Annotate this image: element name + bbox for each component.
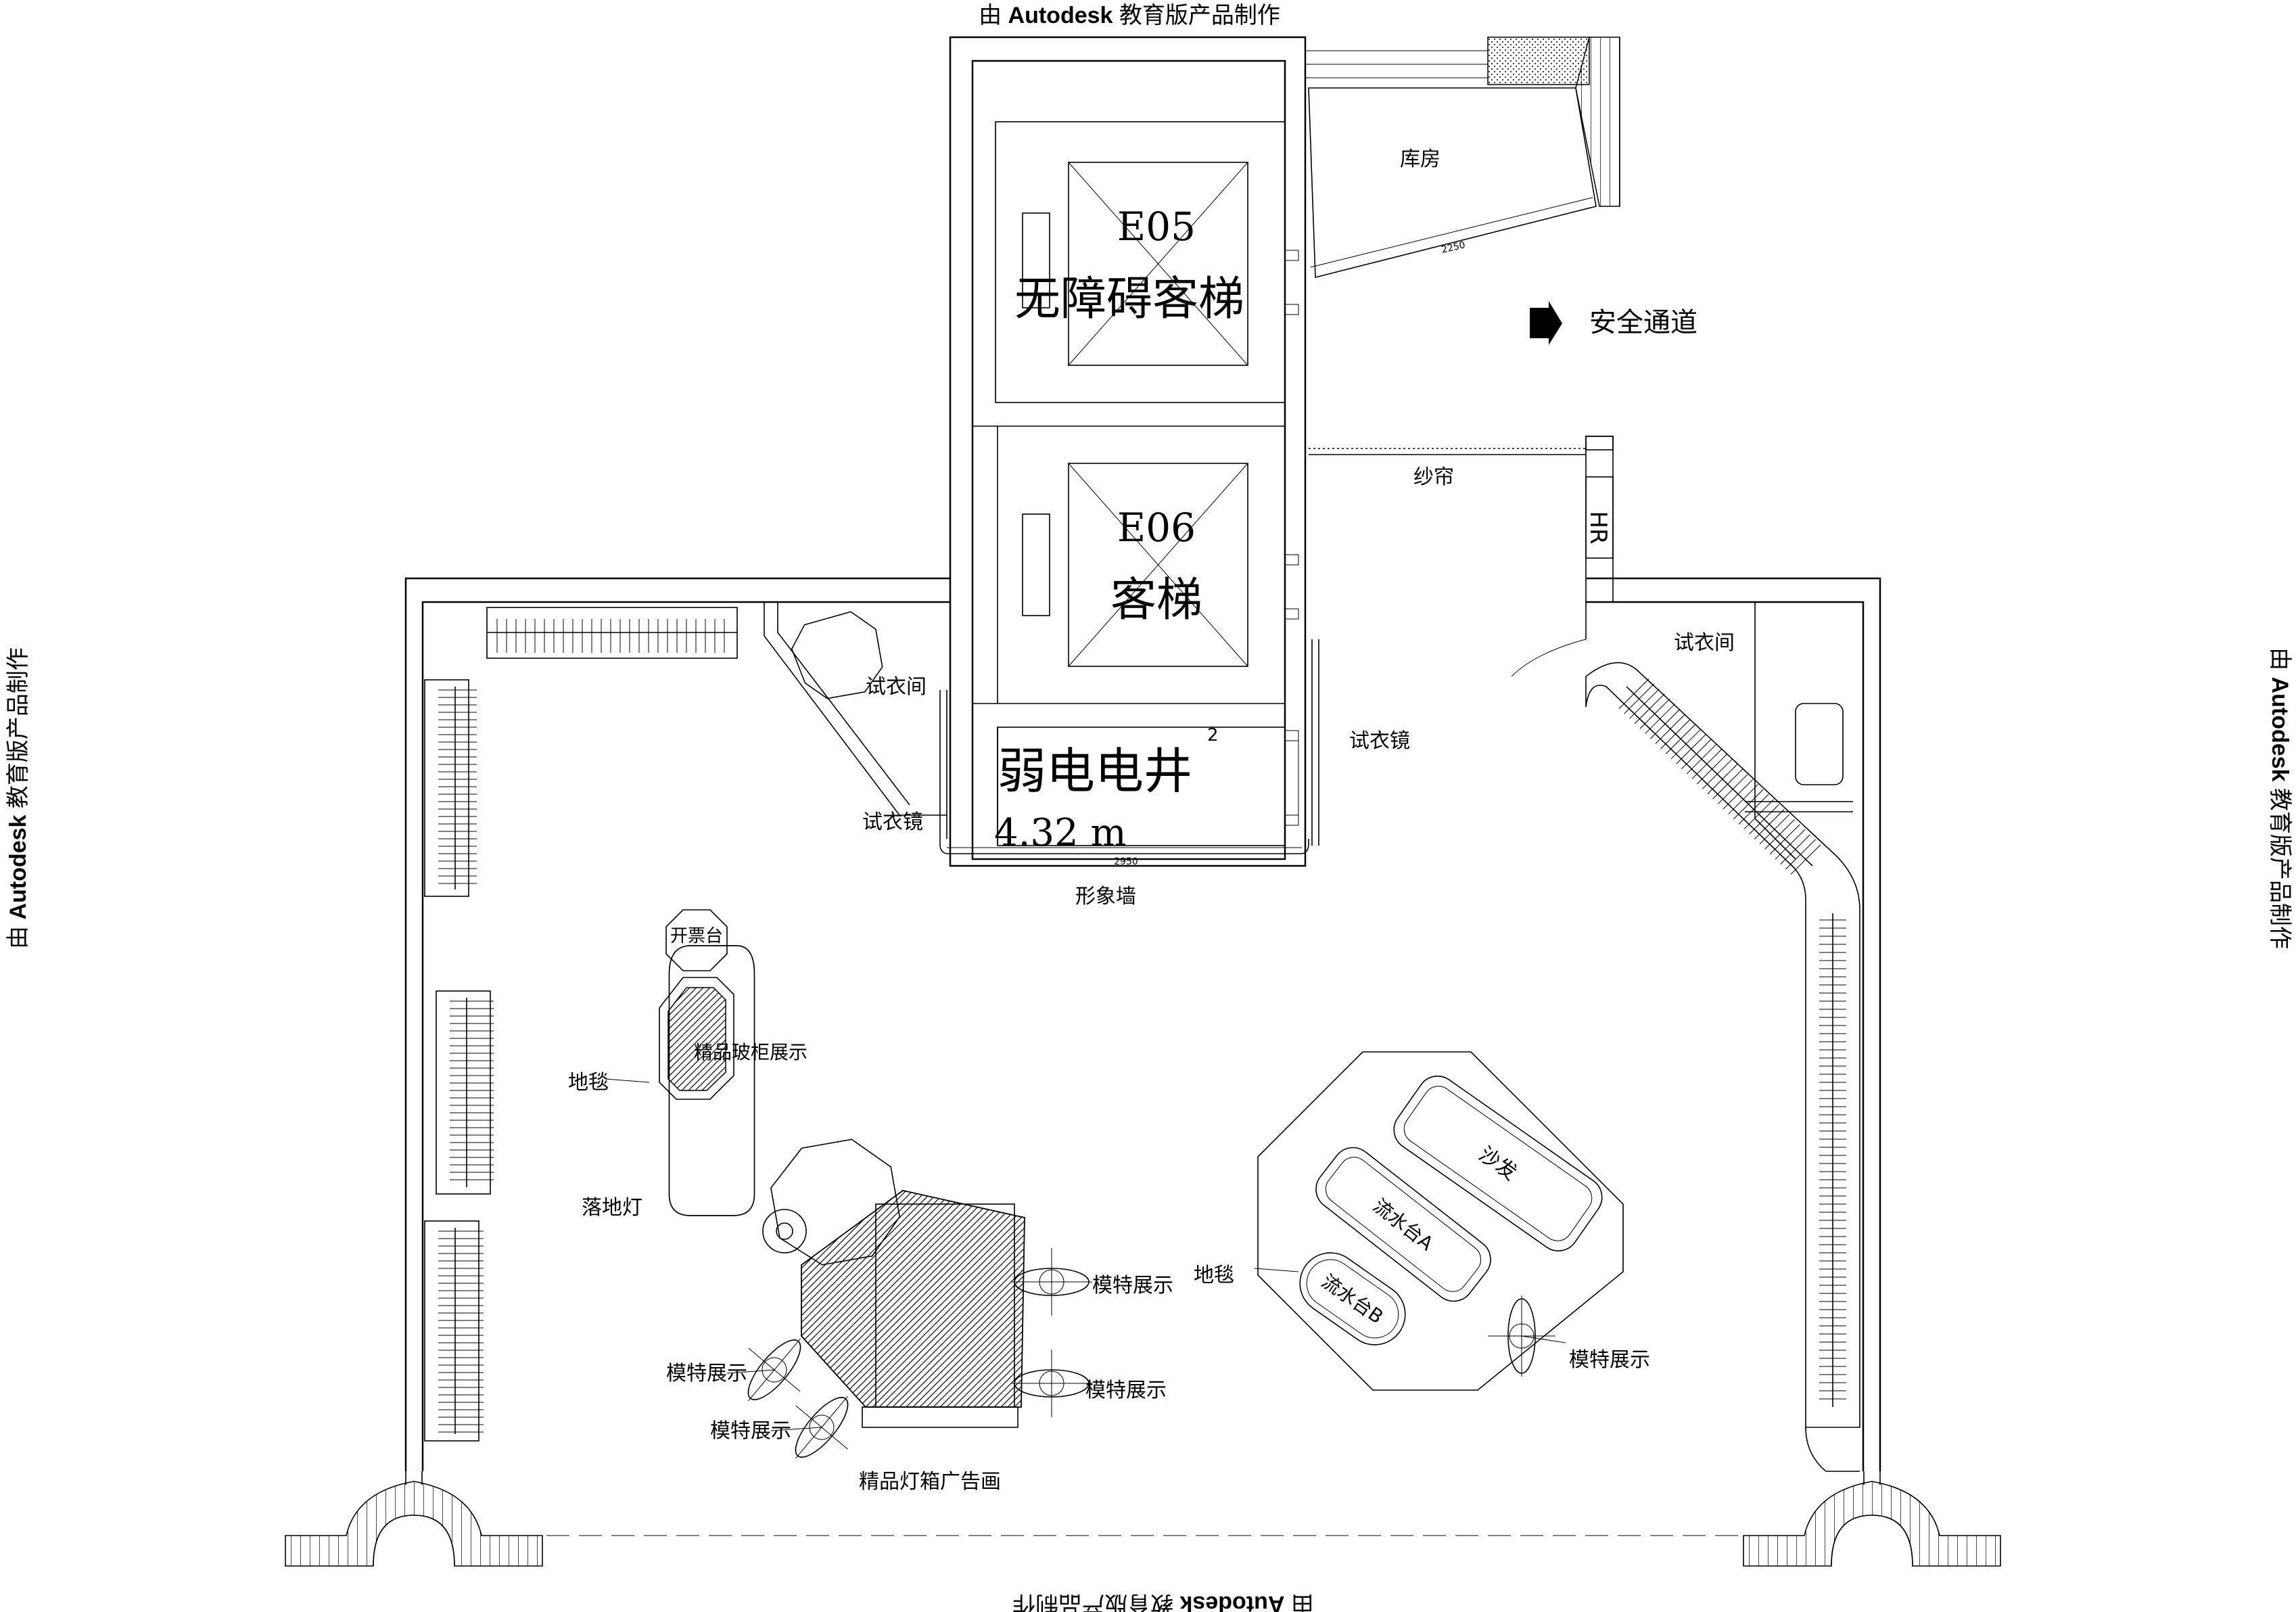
fitting-mirror-left: 试衣镜 (862, 690, 947, 839)
mirror-label-2: 试衣镜 (862, 810, 923, 834)
carpet-left-label: 地毯 (568, 1071, 609, 1095)
e06-code: E06 (1117, 505, 1196, 551)
model-label-5: 模特展示 (1569, 1348, 1650, 1372)
right-diagonal-rack (1585, 662, 1860, 1472)
lightbox-label: 精品灯箱广告画 (859, 1470, 1001, 1494)
elevator-e06: E06 客梯 (973, 425, 1285, 704)
watermark-bottom: 由 Autodesk 教育版产品制作 (1012, 1591, 1314, 1612)
lounge-island: 地毯 沙发 流水台A 流水台B (1194, 1051, 1624, 1391)
left-wall-racks (424, 679, 494, 1442)
shaft-name: 弱电电井 (998, 743, 1192, 800)
exit-arrow-icon (1530, 301, 1562, 345)
model-displays: 模特展示 模特展示 模特展示 模特展示 模特展示 (666, 1248, 1650, 1459)
model-label-3: 模特展示 (666, 1362, 747, 1385)
e05-code: E05 (1117, 204, 1196, 250)
e06-name: 客梯 (1110, 574, 1202, 627)
outer-walls (404, 36, 1881, 1471)
hr-label: HR (1585, 511, 1612, 544)
watermark-right: 由 Autodesk 教育版产品制作 (2267, 647, 2293, 949)
storage-room (1308, 87, 1597, 279)
shaft-area-sup: 2 (1207, 725, 1219, 745)
fitting-mirror-right: 试衣镜 (1311, 639, 1410, 846)
electric-shaft: 弱电电井 4.32 m 2 (994, 725, 1299, 855)
top-dimension: 2250 (1440, 239, 1466, 256)
fitting-right-label: 试衣间 (1674, 631, 1735, 655)
e05-name: 无障碍客梯 (1014, 273, 1244, 326)
storefront (285, 1471, 2001, 1567)
watermark-top: 由 Autodesk 教育版产品制作 (979, 3, 1280, 28)
fitting-room-left: 试衣间 (764, 602, 947, 816)
storage-label: 库房 (1400, 147, 1440, 171)
elevator-e05: E05 无障碍客梯 (995, 121, 1286, 403)
curtain-label: 纱帘 (1413, 465, 1454, 489)
floor-lamp-label: 落地灯 (582, 1196, 642, 1220)
image-wall-label: 形象墙 (1075, 885, 1136, 908)
cashier-counter: 开票台 精品玻柜展示 地毯 (568, 909, 807, 1216)
sofa-label: 沙发 (1474, 1143, 1521, 1185)
model-label-1: 模特展示 (1092, 1274, 1173, 1297)
watermark-left: 由 Autodesk 教育版产品制作 (5, 647, 31, 949)
mirror-label-1: 试衣镜 (1349, 729, 1410, 753)
bar-b: 流水台B (1299, 1252, 1406, 1345)
glass-display-label: 精品玻柜展示 (694, 1041, 807, 1063)
fitting-room-right: 试衣间 (1511, 602, 1853, 860)
safety-exit: 安全通道 (1530, 301, 1697, 345)
bottom-dimension: 2950 (1114, 856, 1138, 867)
ticket-label: 开票台 (670, 926, 723, 946)
central-display: 落地灯 精品灯箱广告画 (582, 1138, 1025, 1494)
shaft-area: 4.32 m (994, 811, 1127, 855)
image-wall: 2950 形象墙 (939, 839, 1309, 908)
top-wall-rack (486, 607, 738, 659)
model-label-2: 模特展示 (1085, 1379, 1167, 1402)
model-label-4: 模特展示 (710, 1419, 791, 1443)
tower-jogs (1284, 250, 1299, 826)
carpet-right-label: 地毯 (1194, 1264, 1234, 1287)
exit-label: 安全通道 (1589, 307, 1697, 338)
bar-a-label: 流水台A (1369, 1195, 1438, 1256)
fitting-left-label: 试衣间 (866, 675, 927, 699)
